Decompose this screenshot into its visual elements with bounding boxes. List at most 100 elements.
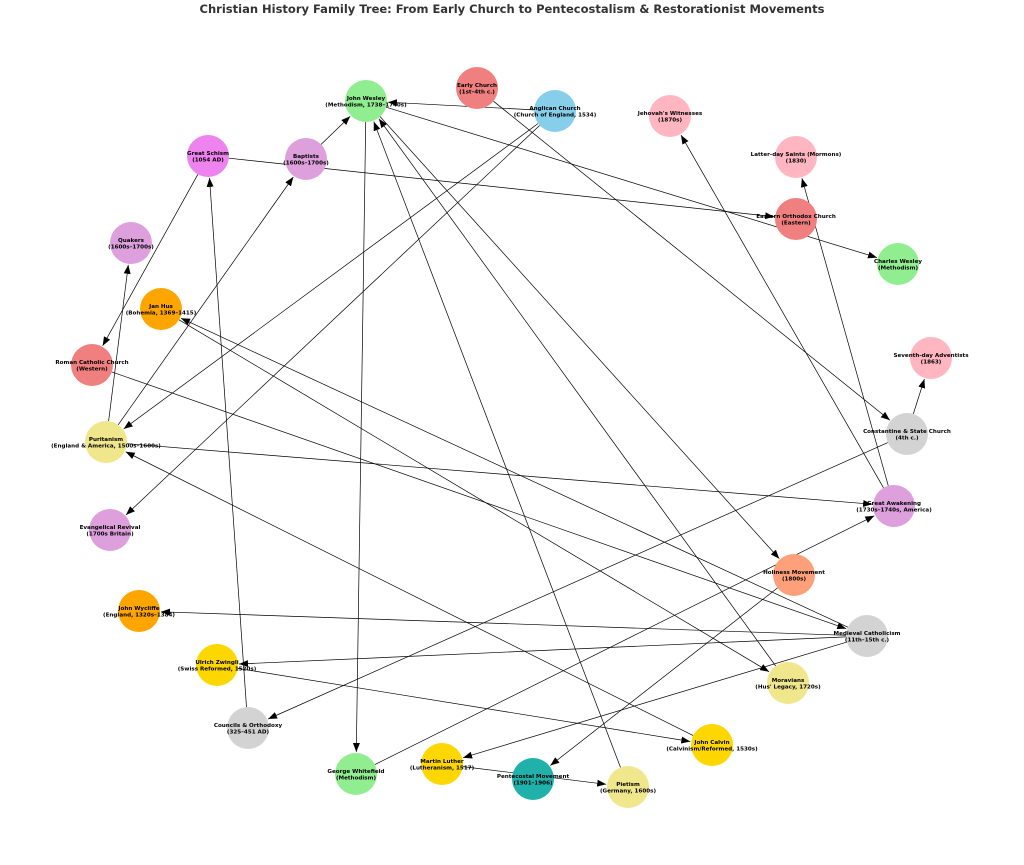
node-label-jw-line-1: Jehovah's Witnesses — [637, 111, 703, 117]
node-label-hus-line-2: (Bohemia, 1369–1415) — [126, 311, 197, 317]
node-label-moravians-line-1: Moravians — [772, 678, 805, 684]
node-label-revival-line-2: (1700s Britain) — [86, 532, 134, 538]
node-medieval: Medieval Catholicism(11th–15th c.) — [834, 615, 901, 657]
node-pietism: Pietism(Germany, 1600s) — [600, 766, 656, 808]
node-baptists: Baptists(1600s–1700s) — [283, 138, 329, 180]
node-label-calvin-line-1: John Calvin — [693, 740, 729, 746]
node-label-early-line-1: Early Church — [457, 83, 497, 89]
node-label-rcc-line-2: (Western) — [76, 367, 108, 373]
node-puritanism: Puritanism(England & America, 1500s–1600… — [51, 421, 161, 463]
node-awakening: Great Awakening(1730s–1740s, America) — [856, 485, 932, 527]
node-label-early-line-2: (1st–4th c.) — [459, 90, 495, 96]
node-label-baptists-line-2: (1600s–1700s) — [283, 161, 329, 167]
nodes-layer: Early Church(1st–4th c.)Anglican Church(… — [51, 67, 969, 808]
node-revival: Evangelical Revival(1700s Britain) — [80, 509, 141, 551]
node-label-zwingli-line-2: (Swiss Reformed, 1520s) — [178, 667, 257, 673]
node-moravians: Moravians(Hus' Legacy, 1720s) — [755, 662, 821, 704]
edge-medieval-to-wycliffe — [160, 608, 847, 636]
node-label-pietism-line-2: (Germany, 1600s) — [600, 789, 656, 795]
node-label-zwingli-line-1: Ulrich Zwingli — [195, 660, 238, 666]
node-label-anglican-line-1: Anglican Church — [529, 106, 580, 112]
node-calvin: John Calvin(Calvinism/Reformed, 1530s) — [666, 724, 758, 766]
node-councils: Councils & Orthodoxy(325–451 AD) — [214, 707, 283, 749]
edge-pietism-to-jwesley — [373, 121, 621, 768]
node-anglican: Anglican Church(Church of England, 1534) — [514, 90, 597, 132]
node-jwesley: John Wesley(Methodism, 1738–1740s) — [325, 80, 407, 122]
node-holiness: Holiness Movement(1800s) — [763, 554, 825, 596]
node-label-quakers-line-1: Quakers — [118, 238, 145, 244]
node-label-pentecostal-line-2: (1901–1906) — [513, 781, 552, 787]
node-circle-quakers — [110, 222, 152, 264]
node-circle-jw — [649, 95, 691, 137]
node-circle-puritanism — [85, 421, 127, 463]
node-quakers: Quakers(1600s–1700s) — [108, 222, 154, 264]
node-lds: Latter-day Saints (Mormons)(1830) — [751, 136, 842, 178]
node-label-quakers-line-2: (1600s–1700s) — [108, 245, 154, 251]
node-circle-moravians — [767, 662, 809, 704]
edge-baptists-to-jwesley — [320, 116, 351, 145]
node-hus: Jan Hus(Bohemia, 1369–1415) — [126, 288, 197, 330]
node-label-moravians-line-2: (Hus' Legacy, 1720s) — [755, 685, 821, 691]
node-circle-luther — [421, 743, 463, 785]
node-label-councils-line-2: (325–451 AD) — [227, 730, 270, 736]
edge-puritanism-to-quakers — [108, 264, 131, 422]
node-label-revival-line-1: Evangelical Revival — [80, 525, 141, 531]
node-sda: Seventh-day Adventists(1863) — [893, 337, 969, 379]
node-label-calvin-line-2: (Calvinism/Reformed, 1530s) — [666, 747, 758, 753]
node-label-puritanism-line-2: (England & America, 1500s–1600s) — [51, 444, 161, 450]
node-label-holiness-line-2: (1800s) — [782, 577, 806, 583]
edge-anglican-to-puritanism — [123, 123, 539, 430]
edge-anglican-to-jwesley — [387, 99, 535, 111]
edge-medieval-to-luther — [462, 641, 848, 759]
edge-schism-to-rcc — [102, 174, 199, 346]
node-label-jwesley-line-1: John Wesley — [346, 96, 386, 102]
node-circle-awakening — [873, 485, 915, 527]
node-circle-revival — [89, 509, 131, 551]
node-label-wycliffe-line-2: (England, 1320s–1384) — [103, 613, 175, 619]
edge-zwingli-to-calvin — [237, 668, 691, 744]
node-early: Early Church(1st–4th c.) — [456, 67, 498, 109]
node-label-schism-line-1: Great Schism — [187, 151, 229, 157]
edge-calvin-to-puritanism — [125, 451, 694, 736]
edge-constantine-to-sda — [912, 378, 926, 415]
node-luther: Martin Luther(Lutheranism, 1517) — [410, 743, 475, 785]
node-label-eastern-line-1: Eastern Orthodox Church — [756, 214, 836, 220]
node-circle-eastern — [775, 198, 817, 240]
node-label-wycliffe-line-1: John Wycliffe — [117, 606, 159, 612]
node-label-whitefield-line-1: George Whitefield — [327, 769, 384, 775]
node-circle-wycliffe — [118, 590, 160, 632]
edge-jwesley-to-whitefield — [352, 121, 367, 753]
node-label-luther-line-2: (Lutheranism, 1517) — [410, 766, 475, 772]
node-label-whitefield-line-2: (Methodism) — [336, 776, 376, 782]
node-eastern: Eastern Orthodox Church(Eastern) — [756, 198, 836, 240]
node-label-pentecostal-line-1: Pentecostal Movement — [497, 774, 570, 780]
edge-constantine-to-councils — [267, 442, 888, 720]
node-label-councils-line-1: Councils & Orthodoxy — [214, 723, 283, 729]
node-circle-calvin — [691, 724, 733, 766]
edge-anglican-to-revival — [125, 125, 540, 516]
node-zwingli: Ulrich Zwingli(Swiss Reformed, 1520s) — [178, 644, 257, 686]
node-circle-hus — [140, 288, 182, 330]
node-circle-cwesley — [877, 243, 919, 285]
node-circle-jwesley — [345, 80, 387, 122]
edge-councils-to-schism — [206, 177, 247, 708]
node-pentecostal: Pentecostal Movement(1901–1906) — [497, 758, 570, 800]
node-circle-zwingli — [196, 644, 238, 686]
node-label-baptists-line-1: Baptists — [293, 154, 320, 160]
node-circle-baptists — [285, 138, 327, 180]
node-label-cwesley-line-1: Charles Wesley — [874, 259, 922, 265]
edge-medieval-to-hus — [180, 317, 849, 628]
edge-hus-to-moravians — [178, 319, 770, 673]
node-label-medieval-line-1: Medieval Catholicism — [834, 631, 901, 637]
edge-puritanism-to-baptists — [117, 176, 294, 426]
node-label-hus-line-1: Jan Hus — [148, 304, 173, 310]
node-label-constantine-line-1: Constantine & State Church — [863, 429, 951, 435]
node-label-jwesley-line-2: (Methodism, 1738–1740s) — [325, 103, 407, 109]
node-circle-constantine — [886, 413, 928, 455]
edge-medieval-to-zwingli — [238, 636, 847, 668]
edge-awakening-to-lds — [800, 178, 889, 486]
node-label-awakening-line-1: Great Awakening — [867, 501, 921, 507]
node-label-rcc-line-1: Roman Catholic Church — [55, 360, 128, 366]
node-label-jw-line-2: (1870s) — [658, 118, 682, 124]
